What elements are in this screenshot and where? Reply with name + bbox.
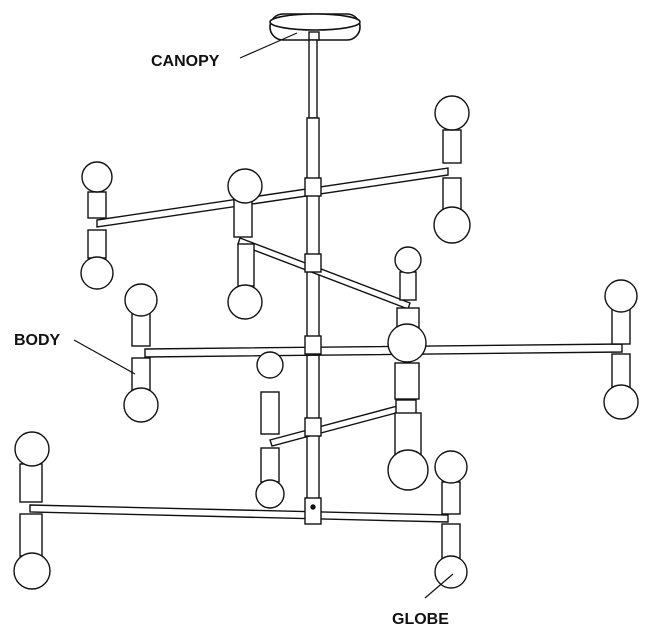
arms <box>29 167 623 523</box>
canopy-leader-line <box>239 32 298 59</box>
body-leader-line <box>73 339 136 375</box>
canopy-label: CANOPY <box>151 53 220 70</box>
lamp-units <box>13 95 639 590</box>
globe-label: GLOBE <box>392 611 449 628</box>
stem-connectors <box>304 177 322 525</box>
globe-leader-line <box>424 573 454 599</box>
leader-lines <box>73 32 454 599</box>
body-label: BODY <box>14 332 61 349</box>
canopy <box>269 13 361 41</box>
central-stem <box>306 39 320 524</box>
